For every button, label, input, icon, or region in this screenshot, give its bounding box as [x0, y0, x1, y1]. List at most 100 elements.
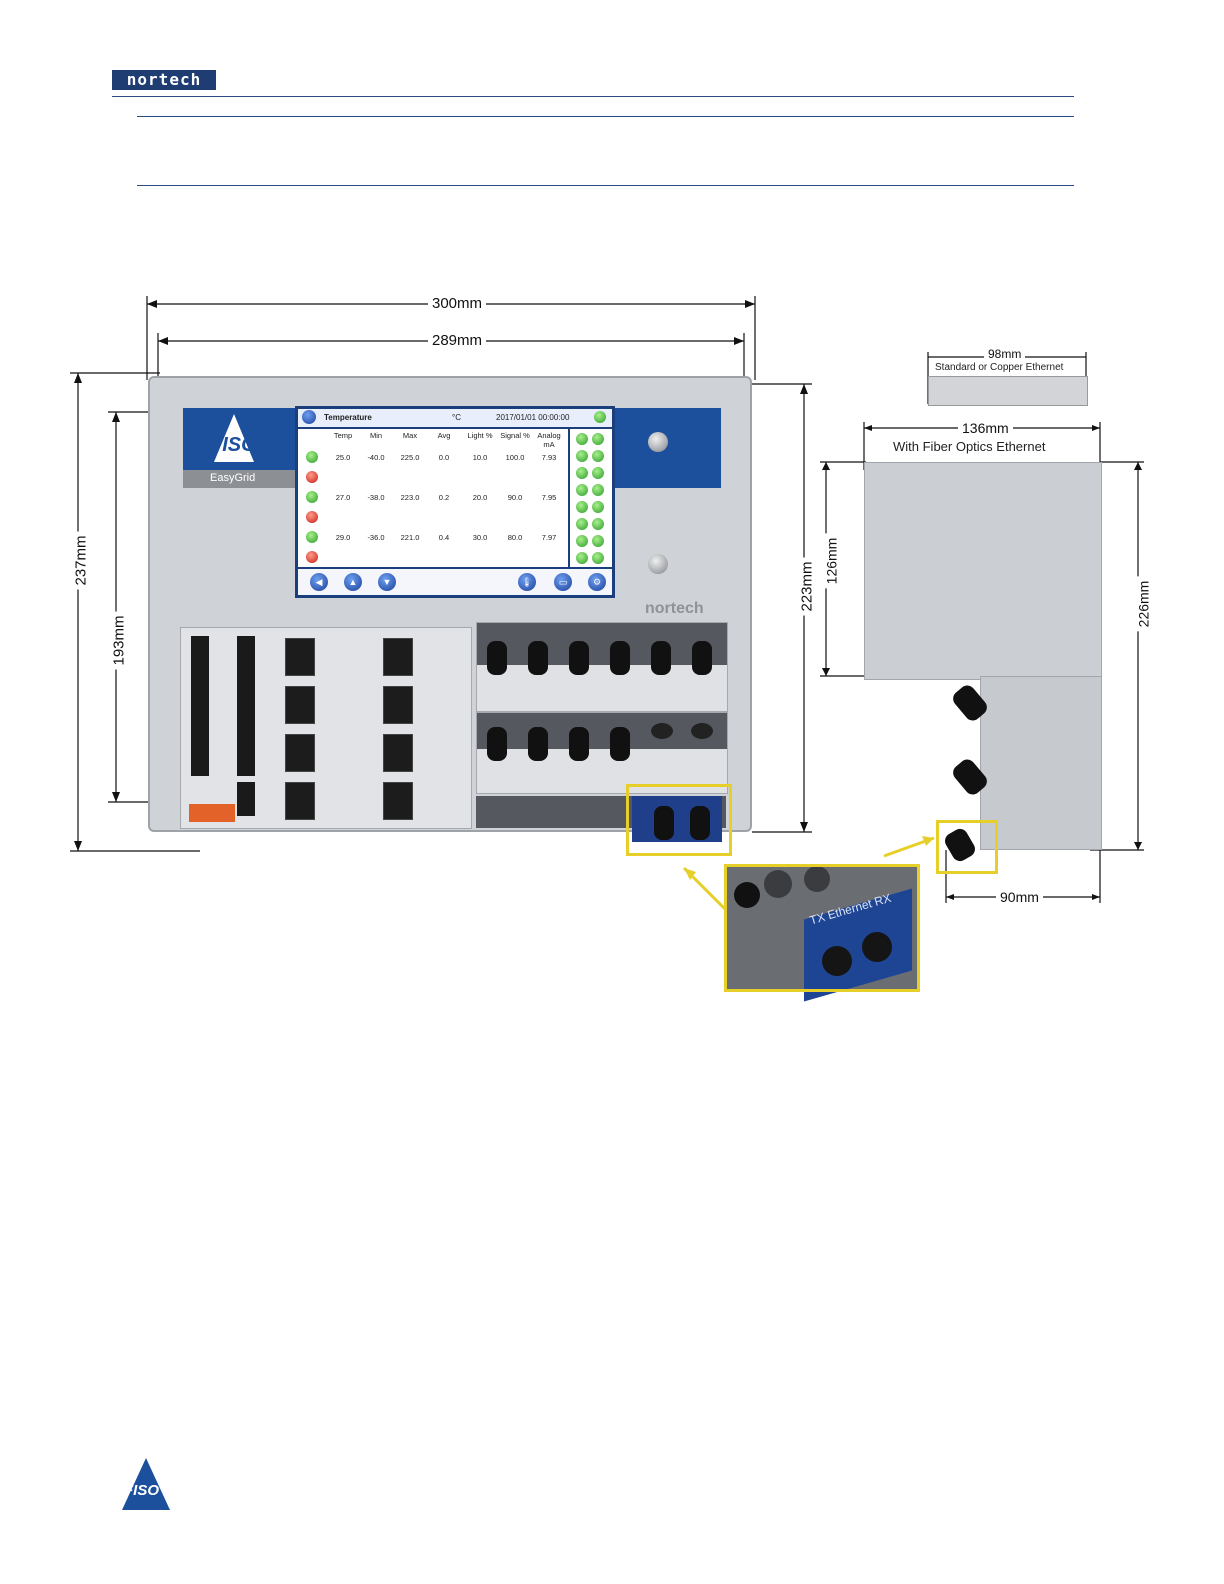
dim-overall-height: 237mm [72, 531, 90, 590]
dim-fiber-depth: 136mm [958, 420, 1013, 436]
dim-mount-height: 193mm [110, 611, 128, 670]
fiber-caption: With Fiber Optics Ethernet [893, 439, 1046, 454]
zoom-port [764, 870, 792, 898]
section-rule-bottom [137, 185, 1074, 186]
screen-cell: 0.0 [438, 453, 450, 462]
faceplate-brand: nortech [645, 600, 704, 617]
screen-cell: 25.0 [335, 453, 351, 462]
channel-alarm-icon [306, 551, 318, 563]
screen-cell: -36.0 [367, 533, 385, 542]
status-ok-icon [594, 411, 606, 423]
channel-status-icon [592, 433, 604, 445]
screen-titlebar: Temperature °C 2017/01/01 00:00:00 [298, 409, 612, 429]
channel-status-icon [592, 467, 604, 479]
channel-alarm-icon [306, 471, 318, 483]
fiso-footer-logo [122, 1458, 170, 1510]
channel-status-icon [592, 552, 604, 564]
screen-cell: 30.0 [472, 533, 488, 542]
terminal-block [237, 782, 255, 816]
screen-cell: 0.2 [438, 493, 450, 502]
channel-status-column [568, 427, 612, 571]
up-arrow-icon[interactable]: ▲ [344, 573, 362, 591]
screen-title: Temperature [324, 413, 372, 422]
channel-status-icon [592, 501, 604, 513]
screen-cell: -40.0 [367, 453, 385, 462]
screen-datetime: 2017/01/01 00:00:00 [496, 413, 570, 422]
channel-status-icon [576, 433, 588, 445]
channel-ok-icon [306, 451, 318, 463]
col-header: Light % [467, 431, 493, 440]
channel-status-icon [576, 535, 588, 547]
dim-overall-width: 300mm [428, 295, 487, 312]
dim-side-height: 223mm [798, 557, 816, 616]
screen-cell: 80.0 [507, 533, 523, 542]
relay-connector [285, 686, 315, 724]
screen-cell: -38.0 [367, 493, 385, 502]
terminal-block [191, 636, 209, 776]
thermometer-icon[interactable]: 🌡 [518, 573, 536, 591]
ethernet-tx-plug [654, 806, 674, 840]
relay-connector [383, 734, 413, 772]
zoom-tx-plug [822, 946, 852, 976]
screen-cell: 223.0 [400, 493, 420, 502]
col-header: Analog mA [537, 431, 561, 449]
zoom-rx-plug [862, 932, 892, 962]
blank-port [691, 723, 713, 739]
fiber-plug [569, 641, 589, 675]
zoom-port [804, 866, 830, 892]
fiber-plug [528, 727, 548, 761]
col-header: Temp [333, 431, 353, 440]
screen-cell: 0.4 [438, 533, 450, 542]
device-model: EasyGrid [210, 472, 256, 484]
zoom-plug [734, 882, 760, 908]
device-screen: Temperature °C 2017/01/01 00:00:00 Temp … [295, 406, 615, 598]
screen-cell: 90.0 [507, 493, 523, 502]
relay-connector [285, 782, 315, 820]
down-arrow-icon[interactable]: ▼ [378, 573, 396, 591]
channel-status-icon [592, 535, 604, 547]
side-view-lower [980, 676, 1102, 850]
screen-navbar: ◀ ▲ ▼ 🌡 ▭ ⚙ [298, 567, 612, 595]
model-band [183, 470, 301, 488]
channel-status-icon [592, 450, 604, 462]
fiber-plug [692, 641, 712, 675]
display-icon[interactable]: ▭ [554, 573, 572, 591]
screen-cell: 10.0 [472, 453, 488, 462]
side-highlight-box [936, 820, 998, 874]
fiber-plug [528, 641, 548, 675]
channel-alarm-icon [306, 511, 318, 523]
settings-icon[interactable]: ⚙ [588, 573, 606, 591]
channel-status-icon [576, 518, 588, 530]
channel-status-icon [576, 501, 588, 513]
fiber-connector-panel [476, 712, 728, 794]
screen-cell: 20.0 [472, 493, 488, 502]
side-view-upper [864, 462, 1102, 680]
fiber-plug [487, 727, 507, 761]
section-rule-top [137, 116, 1074, 117]
footer-logo-text: FISO [124, 1482, 160, 1499]
device-brand: FISO [210, 434, 257, 456]
screen-cell: 7.93 [541, 453, 557, 462]
fiber-plug [610, 641, 630, 675]
col-header: Avg [437, 431, 451, 440]
fiber-plug [651, 641, 671, 675]
back-arrow-icon[interactable]: ◀ [310, 573, 328, 591]
fiso-triangle-icon [214, 414, 254, 462]
screen-cell: 7.97 [541, 533, 557, 542]
col-header: Max [402, 431, 418, 440]
screen-cell: 225.0 [400, 453, 420, 462]
power-terminal [189, 804, 235, 822]
screen-cell: 221.0 [400, 533, 420, 542]
dim-top-depth: 98mm [984, 347, 1026, 361]
relay-connector [383, 638, 413, 676]
screen-cell: 27.0 [335, 493, 351, 502]
col-header: Min [369, 431, 383, 440]
power-knob [648, 432, 668, 452]
header-rule [112, 96, 1074, 97]
thermometer-icon [302, 410, 316, 424]
dim-mount-width: 289mm [428, 332, 487, 349]
relay-connector [285, 734, 315, 772]
screen-cell: 100.0 [505, 453, 525, 462]
dim-side-total-height: 226mm [1135, 576, 1152, 632]
fiber-plug [610, 727, 630, 761]
